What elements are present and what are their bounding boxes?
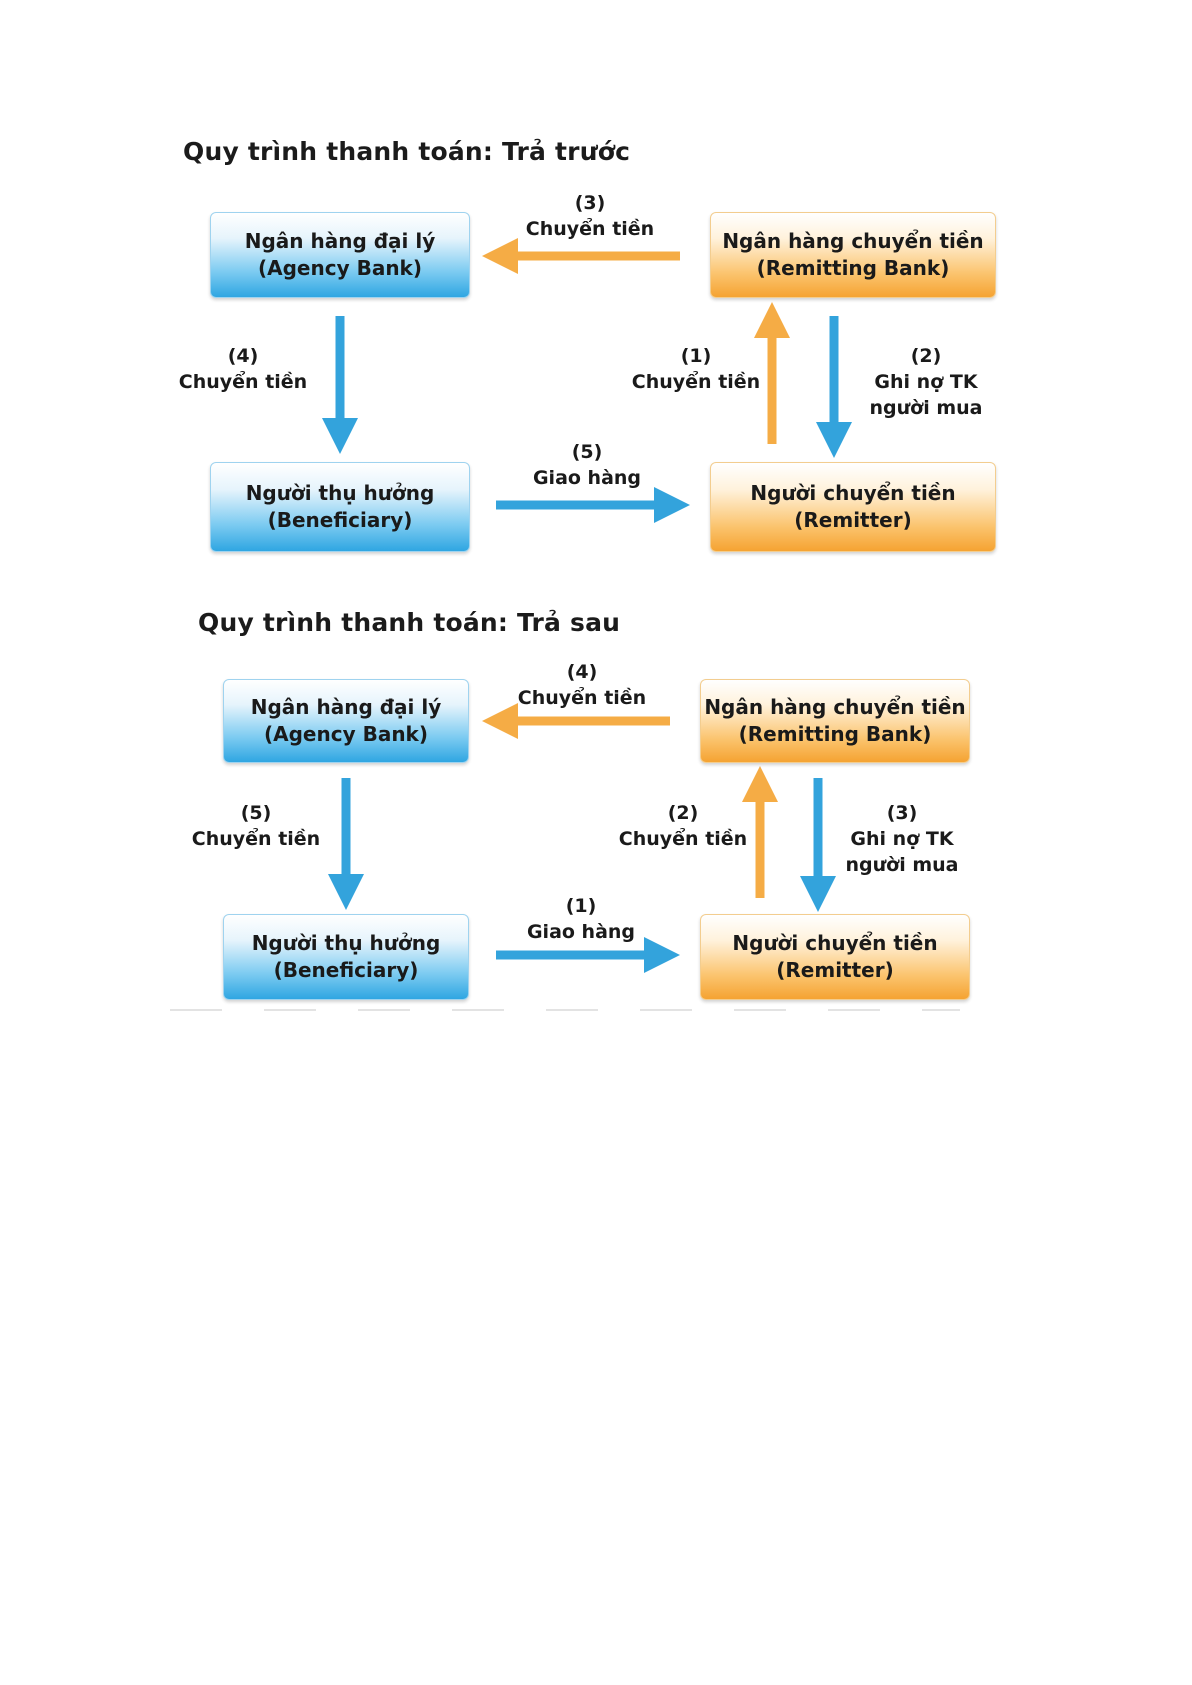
node-label: Ngân hàng đại lý xyxy=(250,695,442,719)
prepaid-arrows xyxy=(322,238,852,523)
postpaid-step3-label: (3) Ghi nợ TK người mua xyxy=(846,800,959,878)
node-sublabel: (Remitting Bank) xyxy=(738,722,932,746)
step-text: Chuyển tiền xyxy=(178,371,308,393)
postpaid-step1-label: (1) Giao hàng xyxy=(527,893,635,945)
prepaid-step3-label: (3) Chuyển tiền xyxy=(526,190,654,242)
prepaid-step1-label: (1) Chuyển tiền xyxy=(632,343,760,395)
node-sublabel: (Beneficiary) xyxy=(267,508,413,532)
node-sublabel: (Remitter) xyxy=(794,508,912,532)
postpaid-beneficiary-box: Người thụ hưởng (Beneficiary) xyxy=(223,914,469,1000)
postpaid-agency-bank-box: Ngân hàng đại lý (Agency Bank) xyxy=(223,679,469,763)
step-text: Chuyển tiền xyxy=(618,828,748,850)
step-text: Chuyển tiền xyxy=(631,371,761,393)
prepaid-beneficiary-box: Người thụ hưởng (Beneficiary) xyxy=(210,462,470,552)
node-sublabel: (Agency Bank) xyxy=(257,256,422,280)
step-number: (5) xyxy=(240,802,272,824)
decorative-dashed-rule xyxy=(170,1009,960,1011)
step-number: (1) xyxy=(565,895,597,917)
step-text: Giao hàng xyxy=(532,467,642,489)
node-label: Ngân hàng chuyển tiền xyxy=(722,229,984,253)
step-number: (5) xyxy=(571,441,603,463)
node-label: Người chuyển tiền xyxy=(732,931,938,955)
postpaid-step5-label: (5) Chuyển tiền xyxy=(192,800,320,852)
node-label: Người thụ hưởng xyxy=(251,931,441,955)
node-label: Ngân hàng đại lý xyxy=(244,229,436,253)
step-text: người mua xyxy=(845,854,959,876)
step-number: (3) xyxy=(574,192,606,214)
postpaid-step4-label: (4) Chuyển tiền xyxy=(518,659,646,711)
postpaid-step2-label: (2) Chuyển tiền xyxy=(619,800,747,852)
prepaid-remitting-bank-box: Ngân hàng chuyển tiền (Remitting Bank) xyxy=(710,212,996,298)
node-sublabel: (Remitting Bank) xyxy=(756,256,950,280)
step-number: (3) xyxy=(886,802,918,824)
step-text: Chuyển tiền xyxy=(191,828,321,850)
step-text: Ghi nợ TK xyxy=(850,828,954,850)
node-sublabel: (Beneficiary) xyxy=(273,958,419,982)
postpaid-remitter-box: Người chuyển tiền (Remitter) xyxy=(700,914,970,1000)
prepaid-title: Quy trình thanh toán: Trả trước xyxy=(183,137,631,166)
prepaid-remitter-box: Người chuyển tiền (Remitter) xyxy=(710,462,996,552)
step-text: Ghi nợ TK xyxy=(874,371,978,393)
postpaid-title: Quy trình thanh toán: Trả sau xyxy=(198,608,621,637)
step-number: (1) xyxy=(680,345,712,367)
prepaid-step4-label: (4) Chuyển tiền xyxy=(179,343,307,395)
node-label: Người thụ hưởng xyxy=(245,481,435,505)
node-label: Người chuyển tiền xyxy=(750,481,956,505)
step-text: Chuyển tiền xyxy=(525,218,655,240)
step-text: Chuyển tiền xyxy=(517,687,647,709)
step-number: (4) xyxy=(227,345,259,367)
node-label: Ngân hàng chuyển tiền xyxy=(704,695,966,719)
node-sublabel: (Agency Bank) xyxy=(263,722,428,746)
prepaid-agency-bank-box: Ngân hàng đại lý (Agency Bank) xyxy=(210,212,470,298)
step-number: (2) xyxy=(910,345,942,367)
step-text: người mua xyxy=(869,397,983,419)
step-text: Giao hàng xyxy=(526,921,636,943)
node-sublabel: (Remitter) xyxy=(776,958,894,982)
step-number: (2) xyxy=(667,802,699,824)
step-number: (4) xyxy=(566,661,598,683)
postpaid-arrows xyxy=(328,703,836,973)
prepaid-step5-label: (5) Giao hàng xyxy=(533,439,641,491)
prepaid-step2-label: (2) Ghi nợ TK người mua xyxy=(870,343,983,421)
postpaid-remitting-bank-box: Ngân hàng chuyển tiền (Remitting Bank) xyxy=(700,679,970,763)
